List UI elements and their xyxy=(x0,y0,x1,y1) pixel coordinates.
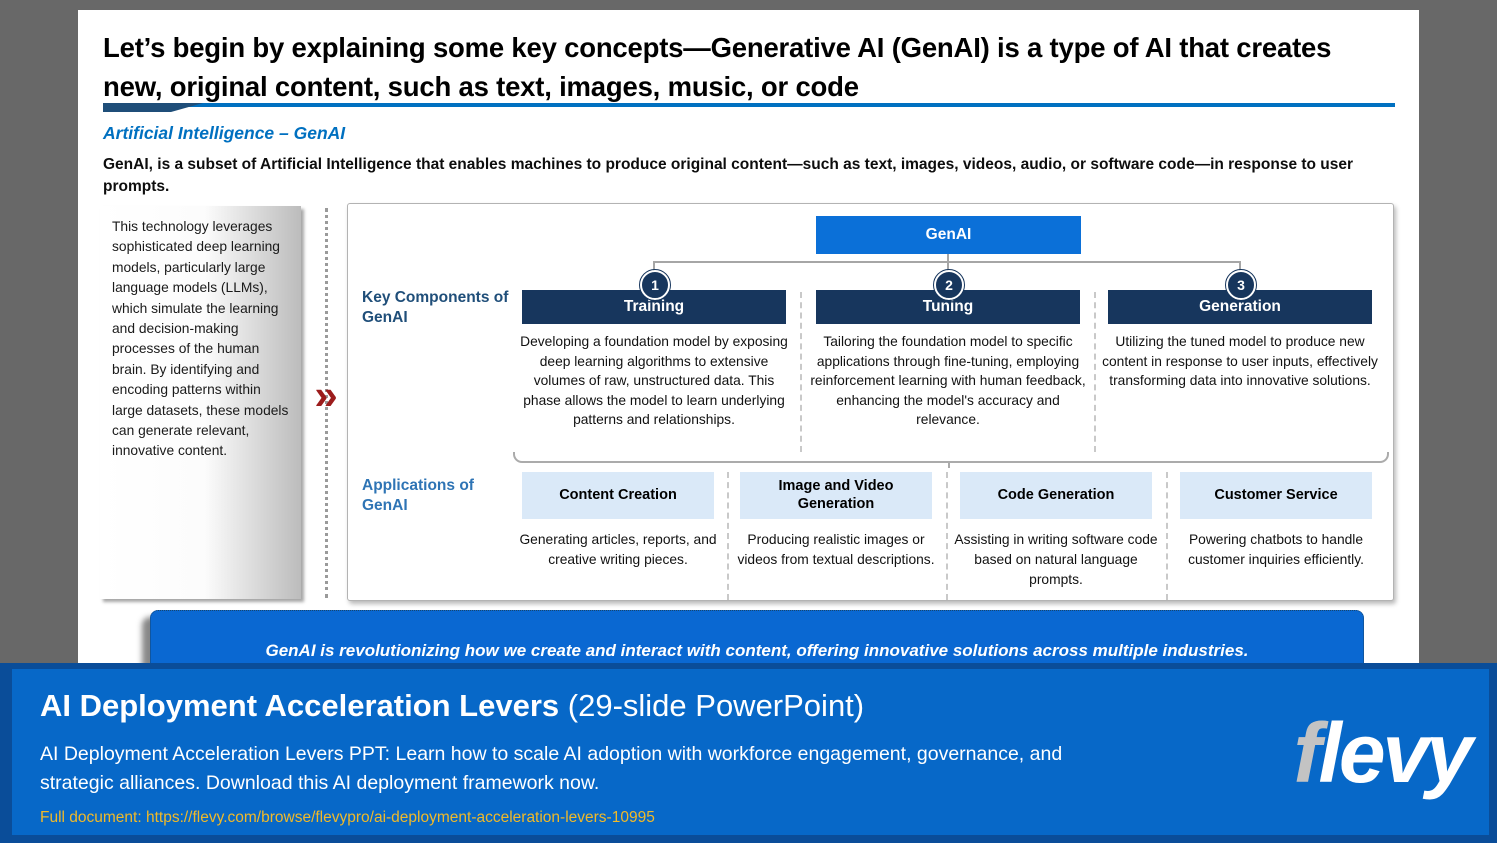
slide-title: Let’s begin by explaining some key conce… xyxy=(103,32,1332,103)
component-number-badge: 2 xyxy=(933,269,965,301)
connector-stub-1 xyxy=(653,261,655,273)
title-underline-thin xyxy=(103,103,1395,107)
dotted-divider xyxy=(325,208,328,598)
footer-banner: AI Deployment Acceleration Levers (29-sl… xyxy=(0,663,1497,843)
application-box-customer-service: Customer Service xyxy=(1180,472,1372,519)
sidebar-text-box: This technology leverages sophisticated … xyxy=(100,206,301,599)
brace-tick xyxy=(948,461,950,468)
slide-intro-text: GenAI, is a subset of Artificial Intelli… xyxy=(103,156,1354,196)
application-description: Powering chatbots to handle customer inq… xyxy=(1188,532,1364,567)
component-number-badge: 1 xyxy=(639,269,671,301)
application-description: Producing realistic images or videos fro… xyxy=(737,532,935,567)
slide-subtitle: Artificial Intelligence – GenAI xyxy=(103,123,346,143)
component-description: Tailoring the foundation model to specif… xyxy=(810,334,1086,428)
slide-canvas: Let’s begin by explaining some key conce… xyxy=(78,10,1419,690)
component-description: Utilizing the tuned model to produce new… xyxy=(1102,334,1378,389)
key-components-label: Key Components of GenAI xyxy=(362,289,509,327)
title-underline xyxy=(103,103,1395,112)
document-title-format: (29-slide PowerPoint) xyxy=(559,688,865,723)
connector-stub-2 xyxy=(947,261,949,273)
column-divider xyxy=(946,472,948,600)
diagram-panel: GenAI Key Components of GenAI 1 2 3 Trai… xyxy=(347,203,1394,601)
column-divider xyxy=(1166,472,1168,600)
application-description: Assisting in writing software code based… xyxy=(954,532,1158,587)
application-description: Generating articles, reports, and creati… xyxy=(519,532,717,567)
full-document-link[interactable]: Full document: https://flevy.com/browse/… xyxy=(40,809,655,826)
title-underline-thick xyxy=(103,103,203,112)
double-chevron-icon: » xyxy=(314,371,338,418)
application-box-content-creation: Content Creation xyxy=(522,472,714,519)
component-description: Developing a foundation model by exposin… xyxy=(520,334,788,428)
flevy-logo: flevy xyxy=(1294,711,1473,795)
connector-stub-3 xyxy=(1239,261,1241,273)
flevy-logo-rest: levy xyxy=(1318,706,1473,800)
document-title: AI Deployment Acceleration Levers (29-sl… xyxy=(40,688,864,724)
sidebar-text: This technology leverages sophisticated … xyxy=(112,219,289,459)
brace-bracket xyxy=(513,452,1389,463)
application-box-image-video: Image and Video Generation xyxy=(740,472,932,519)
application-box-code-generation: Code Generation xyxy=(960,472,1152,519)
genai-root-box: GenAI xyxy=(816,216,1081,254)
column-divider xyxy=(800,292,802,452)
document-title-name: AI Deployment Acceleration Levers xyxy=(40,688,560,723)
column-divider xyxy=(727,472,729,600)
document-description: AI Deployment Acceleration Levers PPT: L… xyxy=(40,743,1063,795)
component-number-badge: 3 xyxy=(1225,269,1257,301)
applications-label: Applications of GenAI xyxy=(362,477,474,515)
connector-root-stub xyxy=(947,254,949,262)
column-divider xyxy=(1094,292,1096,452)
flevy-logo-f: f xyxy=(1293,706,1322,800)
footer-inner-panel xyxy=(12,669,1489,835)
